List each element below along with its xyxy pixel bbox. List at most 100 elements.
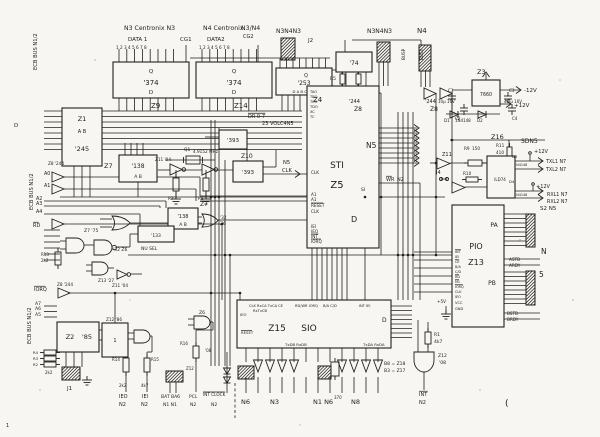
schematic-label: R10 [463,171,472,176]
chip-text: RESET [241,330,254,335]
connector-header-icon [317,365,332,380]
schematic-label: N3/N4 [241,25,260,32]
line-driver-icon [336,359,348,374]
junction-dot [363,195,367,199]
schematic-label: Q1 [184,147,191,153]
schematic-label: A2 [36,196,42,202]
arrow-icon [515,86,522,94]
schematic-label: Z9 [151,102,160,110]
chip-text: '74 [349,60,358,67]
chip-text: IEO [240,312,247,317]
schematic-label: N5 [366,141,377,150]
arrow-icon [537,187,544,195]
schematic-label: '244 [425,99,436,105]
line-driver-icon [360,359,372,374]
chip-text: RD/WR IORQ [295,304,318,308]
resistor-icon [143,354,151,376]
schematic-label: Z8 [354,106,362,113]
schematic-label: '32 [220,215,227,220]
schematic-label: Z7 [104,162,113,170]
chip-text: TxDB RxDB [284,342,307,347]
chip-text: RD [455,275,460,279]
schematic-label: 4.9152 MHz [193,149,219,154]
buffer-icon [51,183,66,195]
arrow-icon [505,100,512,108]
junction-dot [213,253,217,257]
capacitor-icon [448,92,456,103]
line-driver-icon [372,359,384,374]
schematic-label: SDN5 [521,138,538,145]
schematic-label: 150 [472,146,480,151]
chip-text: A B [179,222,187,228]
junction-dot [396,253,400,257]
schematic-label: N5 [283,160,290,166]
chip-text: STI [330,161,344,171]
z10-counter-a-body [218,129,248,150]
schematic-label: Z11 '04 [112,283,128,288]
schematic-label: C3 [509,88,515,93]
chip-text: Q [304,73,308,79]
schematic-label: RXL1 N7 [547,192,568,198]
schematic-label: Z8 '244 [57,282,73,287]
schematic-label: N6 [241,398,250,406]
schematic-label: D2 [477,118,483,123]
schematic-label: D1 [444,118,450,123]
chip-text: D [232,90,236,96]
schematic-label: 23 VOLC4N5 [262,121,294,127]
schematic-label: +12V [534,149,549,155]
chip-text: TBO [309,95,318,99]
chip-text: CLK RxCA TxCA CE [249,304,284,308]
schematic-label: PCL [189,394,198,400]
junction-dot [406,253,410,257]
chip-text: IEO [311,229,319,234]
diode-icon [222,376,232,384]
z7b-decoder-body [167,207,199,230]
chip-text: IEI [455,255,459,259]
ground-icon [171,195,181,205]
schematic-label: 2k2 [45,370,53,375]
schematic-label: Z16 [491,133,504,141]
schematic-label: 10µ 16V [438,99,455,104]
schematic-label: '08 [205,348,212,353]
schematic-label: R14 [112,357,120,362]
schematic-label: N4 Centronix [203,25,244,32]
z14-printer-latch-body [195,61,273,99]
chip-text: CLK [311,170,319,175]
schematic-label: R2 [33,362,39,367]
arrow-icon [294,170,301,178]
chip-text: TAO [309,90,317,94]
chip-text: Z2 [66,333,75,341]
schematic-label: BAT BA6 [161,394,180,400]
line-driver-icon [252,359,264,374]
schematic-label: R4 [33,350,39,355]
junction-dot [238,291,242,295]
buffer-icon [451,181,467,194]
buffer-icon [423,87,438,100]
schematic-label: NU SEL [141,246,158,252]
schematic-label: N2 [119,402,126,408]
connector-header-icon [525,270,536,306]
schematic-label: DATA2 [207,37,225,43]
z13-pio-chip: PIOZ13PAPBINTIEICEB/AC/DRDM1IORQCLKIEOVC… [451,204,505,328]
aux-chip-body [101,322,129,358]
schematic-label: N2 [397,177,404,183]
schematic-label: 2k2 [41,258,49,263]
schematic-label: '244 [349,99,360,105]
schematic-label: N2 [190,402,196,408]
chip-text: VCC [455,301,463,305]
schematic-label: J1 [66,386,72,392]
resistor-icon [462,176,482,183]
schematic-label: A5 [35,312,41,318]
and-gate-icon [65,237,85,254]
z9-printer-latch-body [112,61,190,99]
schematic-label: +12V [514,103,530,109]
inverter-icon [116,269,132,280]
nand-gate-icon [93,239,117,256]
line-driver-icon [348,359,360,374]
schematic-label: 2k2 [119,383,127,388]
chip-text: CE [455,260,460,264]
schematic-label: INT CLOCK [203,392,226,397]
